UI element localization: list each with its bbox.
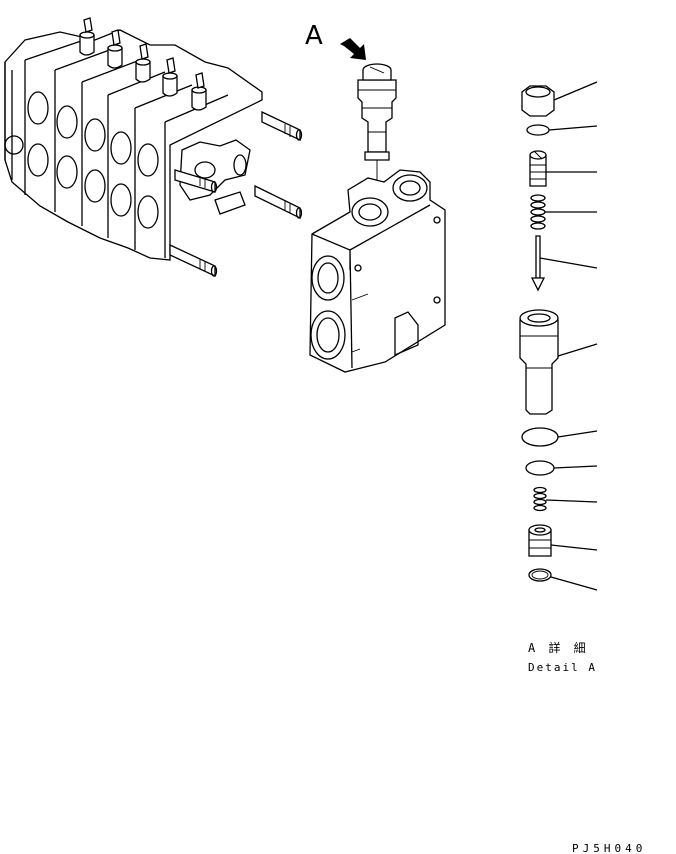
port-openings bbox=[27, 91, 159, 229]
detail-marker: A bbox=[305, 21, 366, 60]
detail-caption-en: Detail A bbox=[528, 661, 597, 674]
spring-2 bbox=[533, 486, 547, 512]
leader-lines bbox=[539, 81, 598, 591]
figure-code: PJ5H040 bbox=[572, 842, 646, 854]
spool-plugs bbox=[79, 17, 207, 111]
view-arrow-icon bbox=[340, 38, 366, 60]
detail-marker-letter: A bbox=[305, 21, 323, 51]
cap-nut bbox=[521, 85, 555, 117]
o-ring-1 bbox=[526, 124, 550, 136]
o-ring-2 bbox=[521, 427, 559, 447]
spring-1 bbox=[530, 194, 546, 230]
poppet-needle bbox=[530, 235, 546, 292]
o-ring-3 bbox=[525, 460, 555, 476]
valve-sleeve bbox=[519, 309, 559, 415]
tie-bolts bbox=[169, 110, 303, 278]
exploded-parts-column bbox=[519, 85, 559, 582]
piston bbox=[528, 524, 552, 557]
detail-caption-jp: A 詳 細 bbox=[528, 640, 589, 655]
valve-bank-assembly bbox=[4, 17, 303, 278]
relief-valve-assembled bbox=[357, 63, 397, 195]
valve-body-section bbox=[309, 169, 446, 373]
snap-ring bbox=[528, 568, 552, 582]
adjust-screw bbox=[529, 150, 547, 187]
